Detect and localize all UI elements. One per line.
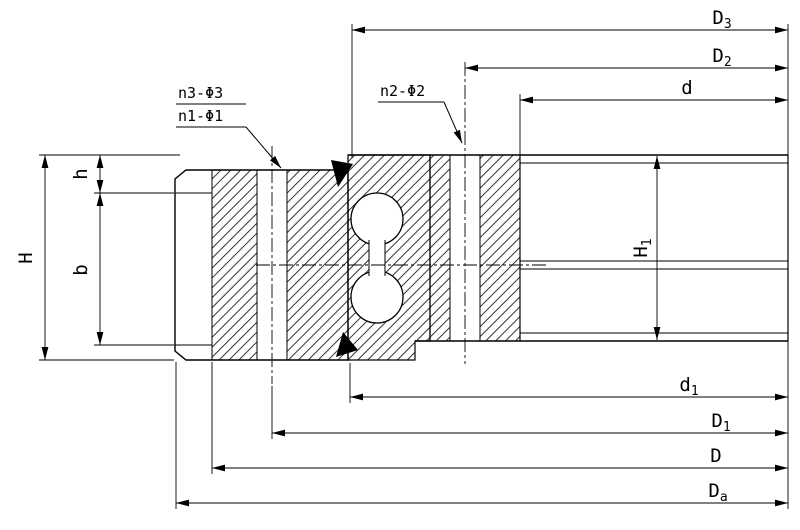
centerlines	[256, 62, 546, 384]
ball-spacer-channel	[369, 240, 385, 276]
dim-label-main: D	[711, 410, 722, 432]
lower-seal-wedge	[336, 332, 358, 357]
dim-label-sub: 2	[724, 55, 732, 70]
dim-label-main: d	[679, 374, 690, 396]
raceway-hatch-block	[347, 154, 431, 361]
n2-phi2-label: n2-Φ2	[380, 82, 425, 100]
dim-d1: d1	[349, 363, 788, 403]
dim-label-main: D	[712, 7, 723, 29]
dim-label-sub: 1	[691, 384, 699, 399]
dim-H1: H1	[630, 156, 661, 340]
dim-label-D: D	[710, 445, 721, 467]
inner-ring-hatch-right	[480, 155, 520, 341]
dim-label-main: D	[708, 480, 719, 502]
lower-ball	[350, 270, 404, 324]
dim-b: b	[70, 193, 174, 346]
dim-d: d	[519, 77, 788, 155]
inner-ring-hatch-left	[430, 155, 450, 341]
dim-label-sub: a	[720, 490, 728, 505]
dim-label-D2: D2	[712, 45, 731, 70]
dim-label-D3: D3	[712, 7, 731, 32]
upper-seal-wedge	[331, 160, 353, 187]
dim-label-b: b	[70, 264, 92, 275]
dim-D2: D2	[465, 45, 788, 72]
dimensions: D3 D2 d H1 d1 D1 D	[15, 7, 789, 509]
dim-label-sub: 1	[640, 238, 655, 246]
dim-label-sub: 1	[723, 420, 731, 435]
hole-callouts: n3-Φ3 n1-Φ1 n2-Φ2	[176, 82, 463, 169]
raceway-section	[331, 154, 431, 361]
n2-leader-line	[443, 101, 463, 144]
dim-D: D	[211, 362, 788, 474]
upper-ball	[350, 192, 404, 246]
dim-label-d1: d1	[679, 374, 698, 399]
dim-h: h	[70, 155, 174, 194]
outer-ring-hatch-left	[212, 170, 257, 360]
dim-label-h: h	[70, 168, 92, 179]
dim-label-d: d	[681, 77, 692, 99]
dim-Da: Da	[175, 341, 789, 509]
dim-H: H	[15, 154, 180, 361]
inner-ring-section	[429, 155, 521, 341]
dim-label-main: D	[712, 45, 723, 67]
dim-label-H: H	[15, 252, 37, 263]
dim-D3: D3	[351, 7, 789, 158]
dim-label-H1: H1	[630, 238, 655, 257]
dim-label-Da: Da	[708, 480, 727, 505]
n3-phi3-label: n3-Φ3	[178, 84, 223, 102]
dim-label-main: H	[630, 246, 652, 257]
dim-label-sub: 3	[724, 17, 732, 32]
dim-label-D1: D1	[711, 410, 730, 435]
dim-D1: D1	[271, 386, 788, 439]
n1-phi1-label: n1-Φ1	[178, 107, 223, 125]
n1-leader-line	[245, 126, 282, 169]
